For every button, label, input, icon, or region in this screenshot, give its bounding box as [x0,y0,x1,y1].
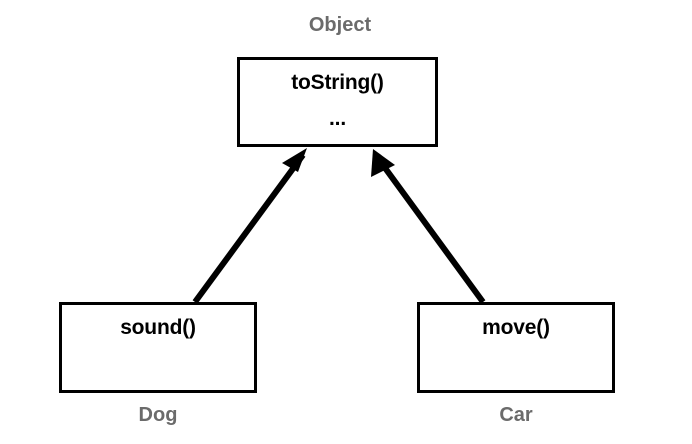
class-caption-car: Car [499,404,533,426]
member-tostring: toString() [291,71,384,94]
member-ellipsis: ... [329,107,346,130]
class-caption-dog: Dog [138,404,178,426]
arrowhead-car [371,149,395,177]
class-box-car[interactable]: move() [417,302,615,393]
arrow-shaft-dog [192,153,306,304]
class-caption-object: Object [308,14,372,36]
arrowhead-dog [282,148,307,172]
class-box-dog[interactable]: sound() [59,302,257,393]
member-sound: sound() [120,316,196,339]
arrow-shaft-car [374,155,486,304]
member-move: move() [482,316,550,339]
class-box-object[interactable]: toString() ... [237,57,438,147]
inheritance-arrow-dog-to-object [192,148,307,304]
inheritance-arrow-car-to-object [371,149,486,304]
